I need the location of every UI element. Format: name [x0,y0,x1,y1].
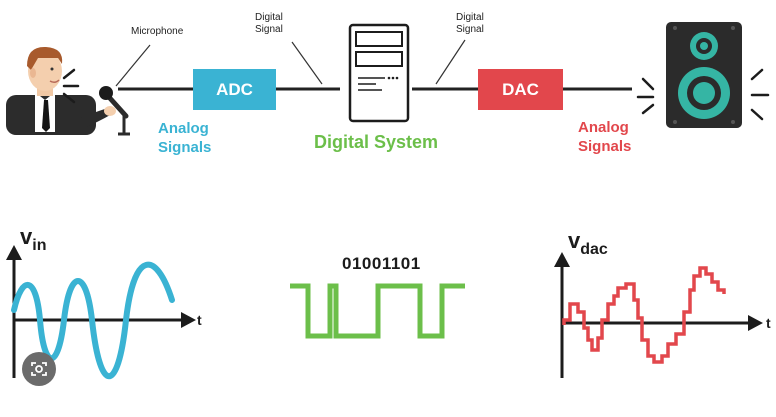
vin-time-label: t [197,312,202,328]
vdac-time-label: t [766,315,771,331]
dac-box: DAC [478,69,563,110]
digital-signal-label-left: Digital Signal [255,12,283,35]
speaker-sound-wave-icon [636,68,770,121]
digital-square-wave [290,283,465,339]
vdac-symbol: v [568,228,581,253]
speaker-icon [666,22,742,128]
microphone-label: Microphone [131,26,184,37]
image-search-lens-icon [31,362,47,376]
vin-analog-wave [11,261,175,379]
microphone-icon [99,86,130,136]
microphone-leader [115,44,151,87]
sound-wave-icon [62,68,80,104]
image-search-lens-button[interactable] [22,352,56,386]
vdac-subscript: dac [580,241,608,258]
adc-box: ADC [193,69,276,110]
analog-signals-label-right: Analog Signals [578,119,632,155]
vin-symbol: v [20,224,33,249]
vdac-axes [554,252,763,378]
vdac-axis-title: vdac [568,228,608,259]
person-icon [6,46,116,135]
analog-signals-label-left: Analog Signals [158,120,212,156]
computer-tower-icon [348,23,410,123]
binary-code-label: 01001101 [342,254,421,273]
vdac-stepped-wave [562,266,726,364]
vin-subscript: in [32,237,47,254]
digital-signal-leader-right [435,39,466,85]
digital-signal-label-right: Digital Signal [456,12,484,35]
digital-signal-leader-left [291,41,323,85]
vin-axis-title: vin [20,224,46,255]
digital-system-label: Digital System [314,132,439,152]
